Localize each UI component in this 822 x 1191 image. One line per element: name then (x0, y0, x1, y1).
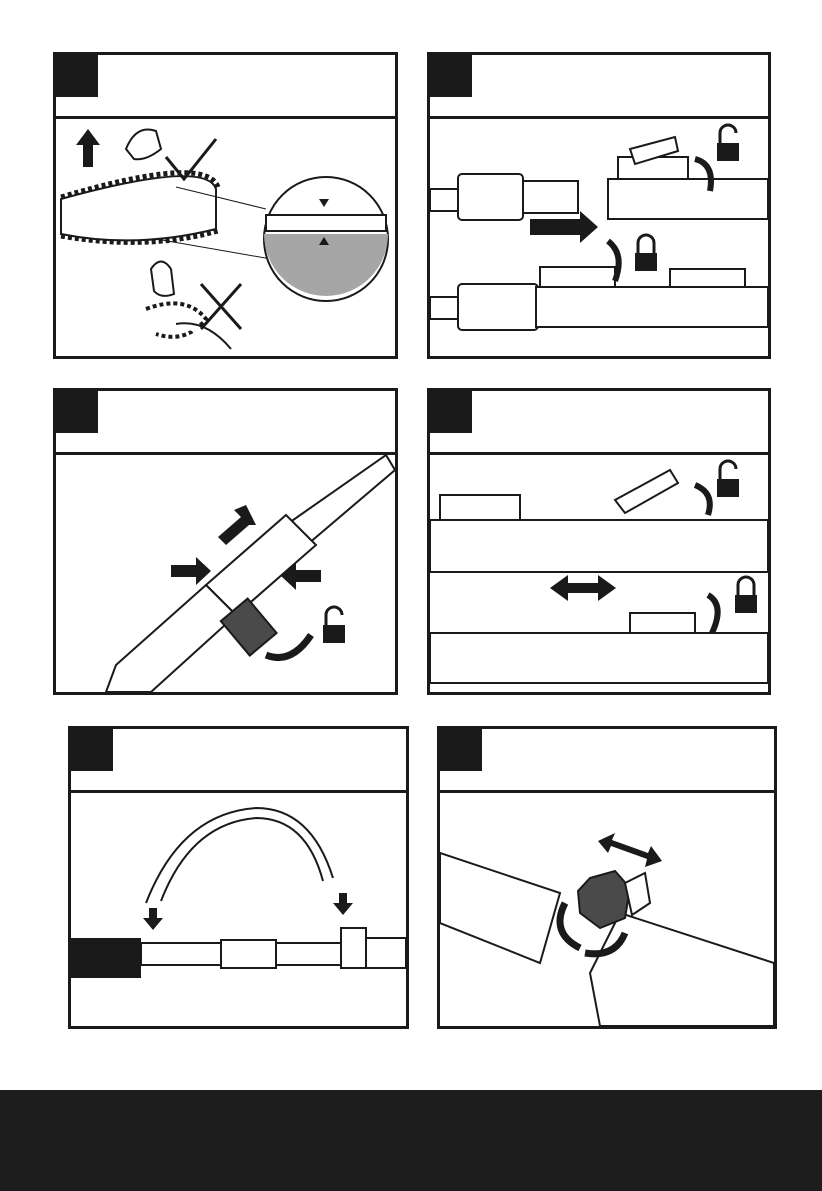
chain-tension-illustration (56, 119, 395, 356)
cross-icon (201, 284, 241, 329)
extension-length-illustration (430, 455, 768, 692)
panel-5 (68, 726, 409, 1029)
step-number (430, 55, 472, 97)
right-arrow-icon (171, 557, 211, 585)
right-arrow-icon (530, 211, 598, 243)
panel-6 (437, 726, 777, 1029)
down-arrow-icon (143, 908, 163, 930)
panel-1 (53, 52, 398, 359)
step-number (56, 55, 98, 97)
lock-icon (735, 577, 757, 613)
lock-icon (635, 235, 657, 271)
unlock-icon (717, 125, 739, 161)
angle-knob-illustration (440, 793, 774, 1026)
double-arrow-icon (550, 575, 616, 601)
panel-header (56, 55, 395, 119)
step-number (430, 391, 472, 433)
panel-header (430, 55, 768, 119)
unlock-icon (323, 607, 345, 643)
step-number (71, 729, 113, 771)
up-arrow-icon (218, 505, 256, 545)
panel-header (440, 729, 774, 793)
pole-extension-illustration (430, 119, 768, 356)
panel-4 (427, 388, 771, 695)
step-number (56, 391, 98, 433)
footer-band (0, 1090, 822, 1191)
up-arrow-icon (76, 129, 100, 167)
panel-2 (427, 52, 771, 359)
panel-header (71, 729, 406, 793)
rotate-arrow-icon (266, 635, 311, 658)
panel-header (430, 391, 768, 455)
release-head-illustration (56, 455, 395, 692)
double-arrow-icon (598, 833, 662, 867)
unlock-icon (717, 461, 739, 497)
down-arrow-icon (333, 893, 353, 915)
panel-3 (53, 388, 398, 695)
step-number (440, 729, 482, 771)
rotate-arrow-icon (560, 903, 580, 948)
shoulder-strap-illustration (71, 793, 406, 1026)
panel-header (56, 391, 395, 455)
